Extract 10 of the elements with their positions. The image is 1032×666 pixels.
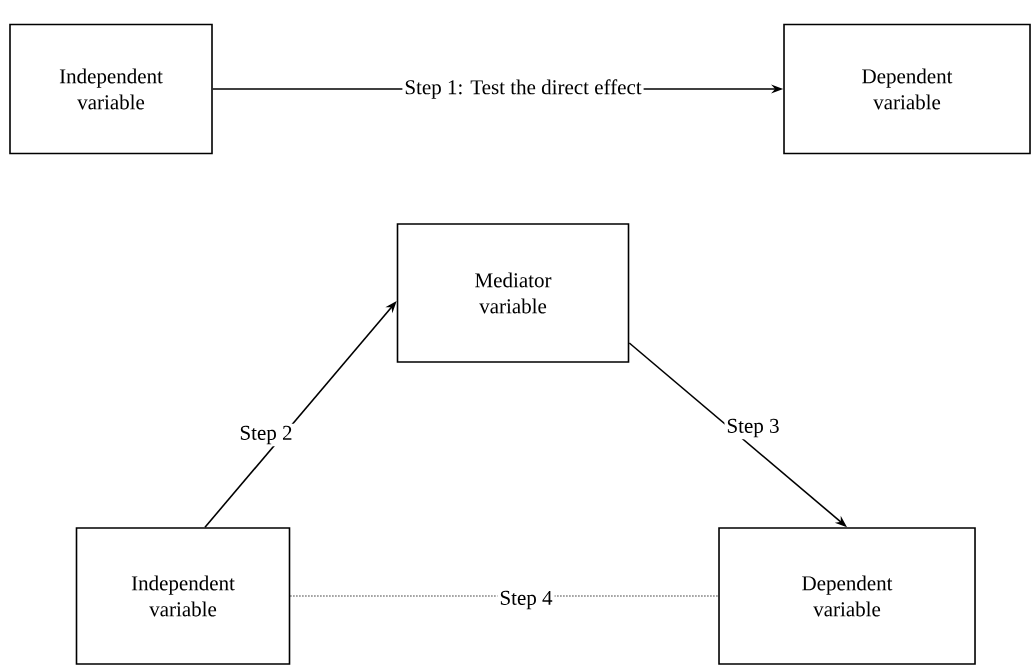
variable-box: Dependent variable — [783, 23, 1031, 155]
edge-label: Step 1: Test the direct effect — [402, 77, 644, 101]
edge-label: Step 2 — [237, 423, 295, 447]
edge-label: Step 3 — [724, 416, 782, 440]
variable-box: Dependent variable — [718, 527, 976, 665]
variable-box: Mediator variable — [396, 223, 630, 363]
variable-box: Independent variable — [75, 527, 291, 665]
arrow — [204, 301, 397, 528]
edge-label: Step 4 — [497, 588, 555, 612]
variable-box: Independent variable — [9, 23, 213, 155]
